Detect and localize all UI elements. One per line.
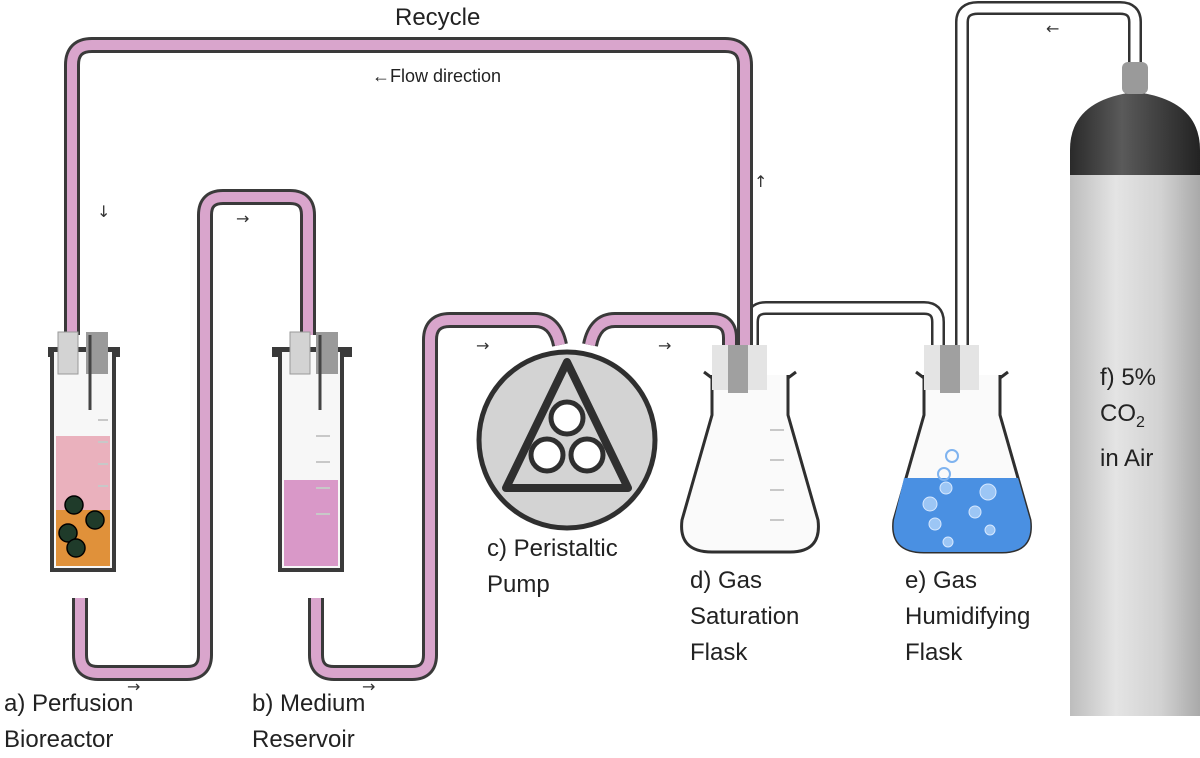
label-gas-humidifying-flask: e) Gas Humidifying Flask	[905, 563, 1105, 671]
perfusion-bioreactor	[48, 331, 120, 572]
peristaltic-pump	[476, 349, 658, 531]
arrow-to-reservoir: →	[236, 209, 250, 228]
arrow-gas-in: ←	[1046, 19, 1060, 38]
label-co2-cylinder: f) 5% CO2 in Air	[1100, 360, 1195, 477]
label-d-line1: d) Gas	[690, 567, 763, 594]
medium-reservoir	[272, 331, 352, 572]
co2-cylinder	[1070, 62, 1200, 716]
label-d-line2: Saturation	[690, 603, 800, 630]
label-a-line1: a) Perfusion	[4, 690, 134, 717]
gas-tube-d-to-e	[745, 301, 945, 360]
arrow-to-pump: →	[476, 336, 490, 355]
flow-direction-label: ←Flow direction	[372, 66, 502, 86]
label-f-line3: in Air	[1100, 445, 1154, 472]
arrow-to-saturation: →	[658, 336, 672, 355]
cylinder-valve	[1122, 62, 1148, 94]
co-text: CO	[1100, 400, 1136, 427]
gas-tube-cylinder	[955, 1, 1142, 530]
gas-humidifying-flask	[892, 345, 1032, 554]
label-peristaltic-pump: c) Peristaltic Pump	[487, 531, 687, 603]
gas-saturation-flask	[680, 345, 820, 554]
label-f-line1: f) 5%	[1100, 364, 1157, 391]
label-c-line1: c) Peristaltic	[487, 535, 618, 562]
recycle-label: Recycle	[395, 4, 481, 31]
label-e-line3: Flask	[905, 639, 963, 666]
label-medium-reservoir: b) Medium Reservoir	[252, 686, 432, 758]
medium-tubing	[64, 37, 753, 681]
label-c-line2: Pump	[487, 571, 550, 598]
label-gas-saturation-flask: d) Gas Saturation Flask	[690, 563, 890, 671]
label-b-line2: Reservoir	[252, 726, 355, 753]
label-e-line2: Humidifying	[905, 603, 1031, 630]
arrow-bottom-b: →	[362, 677, 376, 696]
label-d-line3: Flask	[690, 639, 748, 666]
arrow-bottom-a: →	[127, 677, 141, 696]
label-f-line2: CO2	[1100, 396, 1195, 441]
co2-subscript: 2	[1136, 414, 1145, 431]
arrow-saturation-up: ↑	[754, 172, 768, 191]
label-a-line2: Bioreactor	[4, 726, 114, 753]
label-b-line1: b) Medium	[252, 690, 366, 717]
label-perfusion-bioreactor: a) Perfusion Bioreactor	[4, 686, 214, 758]
arrow-recycle-down: ↓	[97, 202, 111, 221]
label-e-line1: e) Gas	[905, 567, 978, 594]
